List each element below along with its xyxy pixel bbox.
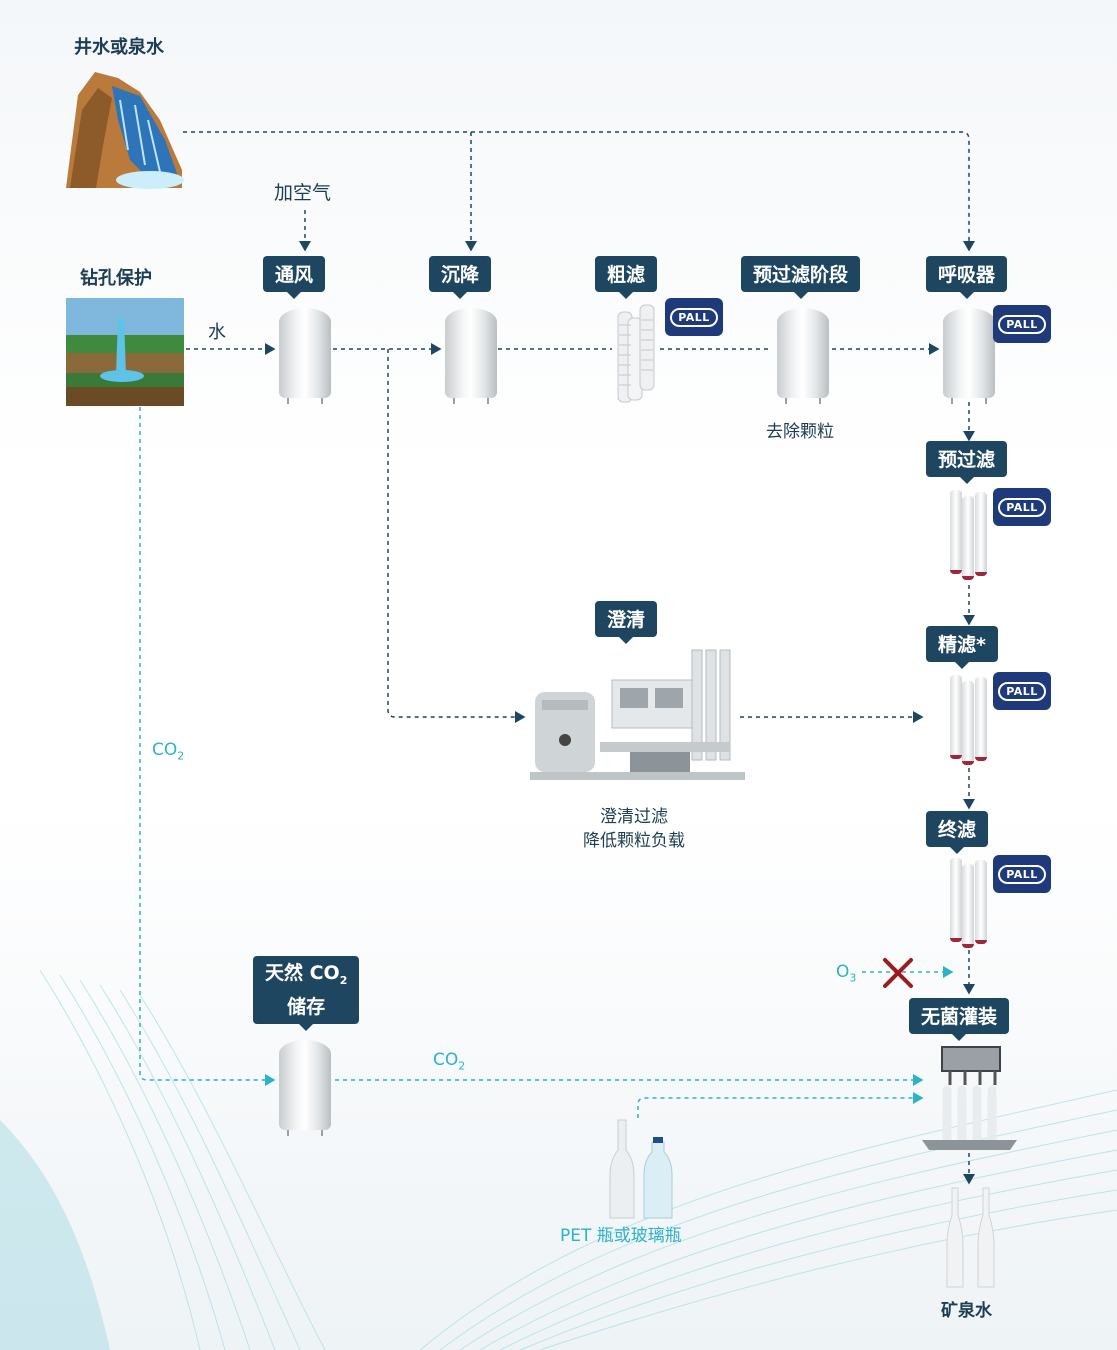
stage-aeration: 通风 xyxy=(263,256,326,299)
add-air-label: 加空气 xyxy=(274,182,332,204)
co2-storage-tank xyxy=(279,1040,331,1136)
breather-tank xyxy=(943,308,995,404)
stage-breather: 呼吸器 xyxy=(926,256,1008,299)
coarse-filter-cartridges-icon xyxy=(617,304,655,403)
bottles-caption: PET 瓶或玻璃瓶 xyxy=(560,1226,682,1246)
pall-logo: PALL xyxy=(993,305,1051,343)
bottles-icon xyxy=(609,1119,673,1219)
wave-decoration xyxy=(39,969,1117,1350)
co2-storage-subscript: 2 xyxy=(339,973,348,987)
stage-prefilter: 预过滤 xyxy=(926,441,1008,484)
waterfall-icon xyxy=(66,72,184,189)
clarification-caption-line2: 降低颗粒负载 xyxy=(583,831,685,851)
stage-coarse-filtration: 粗滤 xyxy=(595,256,658,299)
stage-aseptic-filling: 无菌灌装 xyxy=(909,998,1010,1041)
co2-storage-text: 天然 CO xyxy=(265,962,340,984)
borehole-label: 钻孔保护 xyxy=(80,268,152,289)
mineral-water-bottles-icon xyxy=(946,1187,995,1288)
co2-label: CO2 xyxy=(152,740,185,763)
sedimentation-tank xyxy=(445,308,497,404)
clarification-machine-icon xyxy=(530,649,745,780)
stage-fine-filter: 精滤* xyxy=(926,626,998,669)
stage-prefiltration: 预过滤阶段 xyxy=(741,256,861,299)
wave-fill-decoration xyxy=(0,1120,110,1350)
pall-logo: PALL xyxy=(993,855,1051,893)
stage-co2-storage: 天然 CO2 储存 xyxy=(253,956,360,1031)
prefilter-cartridges xyxy=(950,490,1000,580)
co2-storage-text-2: 储存 xyxy=(287,995,326,1018)
pall-logo: PALL xyxy=(993,672,1051,710)
pall-logo: PALL xyxy=(665,298,723,336)
blocked-cross-icon xyxy=(883,958,913,988)
stage-sedimentation: 沉降 xyxy=(429,256,492,299)
fine-filter-cartridges xyxy=(950,675,1000,765)
o3-label: O3 xyxy=(836,962,857,985)
borehole-icon xyxy=(66,298,184,406)
filling-machine-icon xyxy=(922,1046,1017,1150)
prefiltration-tank xyxy=(777,308,829,404)
particle-removal-caption: 去除颗粒 xyxy=(766,422,834,442)
stage-final-filter: 终滤 xyxy=(926,811,989,854)
well-spring-label: 井水或泉水 xyxy=(74,37,164,58)
water-label: 水 xyxy=(208,322,226,343)
pall-logo: PALL xyxy=(993,488,1051,526)
final-filter-cartridges xyxy=(950,858,1000,948)
aeration-tank xyxy=(279,308,331,404)
clarification-caption: 澄清过滤 降低颗粒负载 xyxy=(583,805,685,853)
mineral-water-caption: 矿泉水 xyxy=(941,1301,992,1321)
stage-clarification: 澄清 xyxy=(595,601,658,644)
co2-label: CO2 xyxy=(433,1050,466,1073)
clarification-caption-line1: 澄清过滤 xyxy=(600,807,668,827)
